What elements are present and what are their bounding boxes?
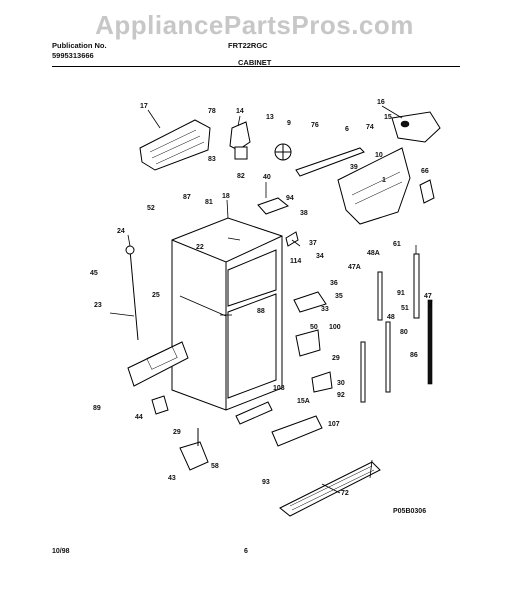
publication-label: Publication No. [52, 41, 107, 50]
part-74-light-housing [391, 111, 441, 143]
callout-22: 22 [196, 244, 204, 251]
part-72-base-grille [279, 461, 381, 517]
callout-14: 14 [236, 108, 244, 115]
part-13-bracket [229, 121, 251, 160]
part-10-evaporator-cover [337, 147, 411, 225]
callout-48A: 48A [367, 250, 380, 257]
callout-88: 88 [257, 308, 265, 315]
callout-29a: 29 [332, 355, 340, 362]
callout-36: 36 [330, 280, 338, 287]
trim-strips [360, 253, 433, 403]
part-35-cam [293, 291, 327, 313]
callout-10: 10 [375, 152, 383, 159]
callout-66: 66 [421, 168, 429, 175]
callout-44: 44 [135, 414, 143, 421]
part-40-bracket [257, 197, 290, 215]
callout-58: 58 [211, 463, 219, 470]
callout-114: 114 [290, 258, 302, 265]
callout-13: 13 [266, 114, 274, 121]
callout-29b: 29 [173, 429, 181, 436]
model-number: FRT22RGC [228, 41, 268, 50]
header-rule [52, 66, 460, 67]
callout-35: 35 [335, 293, 343, 300]
footer-page-number: 6 [244, 548, 248, 555]
callout-15A: 15A [297, 398, 310, 405]
callout-82: 82 [237, 173, 245, 180]
callout-107: 107 [328, 421, 340, 428]
part-100-switch [295, 329, 321, 357]
part-43-foot [179, 428, 209, 471]
part-9-fan [274, 143, 292, 161]
callout-80: 80 [400, 329, 408, 336]
section-title: CABINET [238, 58, 272, 67]
callout-108: 108 [273, 385, 285, 392]
callout-100: 100 [329, 324, 341, 331]
callout-91: 91 [397, 290, 405, 297]
callout-40: 40 [263, 174, 271, 181]
callout-76: 76 [311, 122, 319, 129]
callout-38: 38 [300, 210, 308, 217]
callout-18: 18 [222, 193, 230, 200]
part-17-cover [139, 119, 211, 171]
callout-24: 24 [117, 228, 125, 235]
callout-1: 1 [382, 177, 386, 184]
leader-lines [109, 105, 433, 494]
callout-72: 72 [341, 490, 349, 497]
footer-date: 10/98 [52, 548, 70, 555]
part-66-clip [419, 179, 435, 204]
drawing-code: P05B0306 [393, 508, 427, 515]
callout-39: 39 [350, 164, 358, 171]
callout-37: 37 [309, 240, 317, 247]
callout-50: 50 [310, 324, 318, 331]
part-6-rail [295, 147, 365, 177]
callout-17: 17 [140, 103, 148, 110]
callout-74: 74 [366, 124, 374, 131]
callout-33: 33 [321, 306, 329, 313]
part-23-hinge-rod [125, 245, 139, 341]
callout-87: 87 [183, 194, 191, 201]
part-108-bracket [235, 401, 273, 425]
callout-92: 92 [337, 392, 345, 399]
callout-15: 15 [384, 114, 392, 121]
watermark-text: AppliancePartsPros.com [95, 10, 414, 40]
callout-16: 16 [377, 99, 385, 106]
callout-25: 25 [152, 292, 160, 299]
part-89-control-panel [127, 341, 189, 387]
callout-51: 51 [401, 305, 409, 312]
callout-93: 93 [262, 479, 270, 486]
callout-6: 6 [345, 126, 349, 133]
part-37-spacer [285, 231, 299, 247]
callout-9: 9 [287, 120, 291, 127]
callout-45: 45 [90, 270, 98, 277]
callout-89: 89 [93, 405, 101, 412]
part-30-hinge [311, 371, 333, 393]
callout-43: 43 [168, 475, 176, 482]
callout-86: 86 [410, 352, 418, 359]
callout-47: 47 [424, 293, 432, 300]
publication-number: 5995313666 [52, 51, 94, 60]
callout-30: 30 [337, 380, 345, 387]
callout-23: 23 [94, 302, 102, 309]
callout-78: 78 [208, 108, 216, 115]
callout-47A: 47A [348, 264, 361, 271]
callout-94: 94 [286, 195, 294, 202]
callout-83: 83 [208, 156, 216, 163]
callout-61a: 61 [393, 241, 401, 248]
part-44-block [151, 395, 169, 415]
callout-34: 34 [316, 253, 324, 260]
cabinet-shell [171, 217, 283, 411]
callout-48: 48 [387, 314, 395, 321]
callout-52: 52 [147, 205, 155, 212]
part-107-tube [271, 415, 323, 447]
callout-81: 81 [205, 199, 213, 206]
